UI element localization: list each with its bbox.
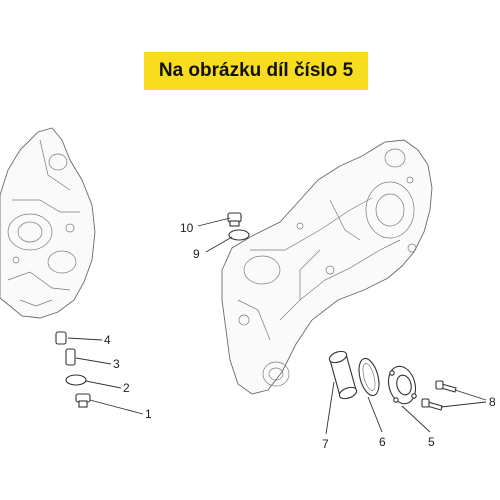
banner-text: Na obrázku díl číslo 5 [158, 60, 354, 81]
callout-5: 5 [428, 435, 435, 449]
part-3-dowel [65, 348, 76, 366]
part-2-washer [65, 374, 87, 386]
callout-8: 8 [489, 395, 496, 409]
part-8-screws [421, 380, 457, 411]
part-1-drain-plug [75, 393, 91, 408]
callout-numbers: 10 9 4 3 2 1 7 6 5 8 [104, 221, 496, 451]
callout-7: 7 [322, 437, 329, 451]
callout-10: 10 [180, 221, 194, 235]
part-4-sleeve [55, 331, 67, 345]
part-10-plug [227, 212, 242, 227]
part-9-o-ring [228, 229, 250, 241]
left-crankcase-half [0, 127, 96, 319]
part-5-flange-cover [387, 365, 417, 405]
callout-2: 2 [123, 381, 130, 395]
part-6-seal-ring [358, 357, 380, 397]
callout-6: 6 [379, 435, 386, 449]
callout-9: 9 [193, 247, 200, 261]
right-crankcase-half [221, 139, 433, 395]
leader-lines [67, 217, 487, 435]
highlight-banner: Na obrázku díl číslo 5 [144, 52, 368, 90]
callout-4: 4 [104, 333, 111, 347]
callout-1: 1 [145, 407, 152, 421]
part-7-bearing [328, 350, 358, 400]
callout-3: 3 [113, 357, 120, 371]
